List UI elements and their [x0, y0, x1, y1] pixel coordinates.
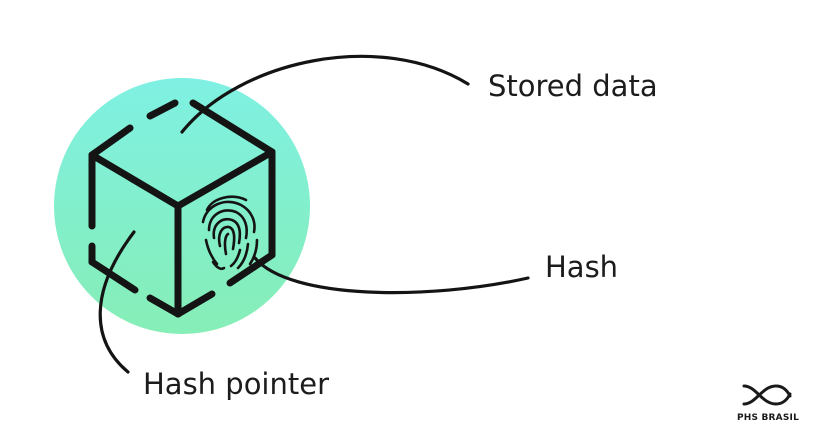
- label-hash: Hash: [545, 250, 619, 284]
- fingerprint-icon: [201, 195, 259, 271]
- hash-pointer-connector: [98, 230, 136, 374]
- phs-brasil-logo-icon: [742, 384, 792, 406]
- logo-text: PHS BRASIL: [736, 413, 800, 423]
- brand-logo: PHS BRASIL: [728, 378, 808, 428]
- cube-icon: [88, 99, 276, 318]
- label-stored-data: Stored data: [488, 69, 658, 103]
- label-hash-pointer: Hash pointer: [143, 367, 330, 401]
- stored-data-connector: [180, 54, 470, 134]
- hash-connector: [253, 256, 530, 295]
